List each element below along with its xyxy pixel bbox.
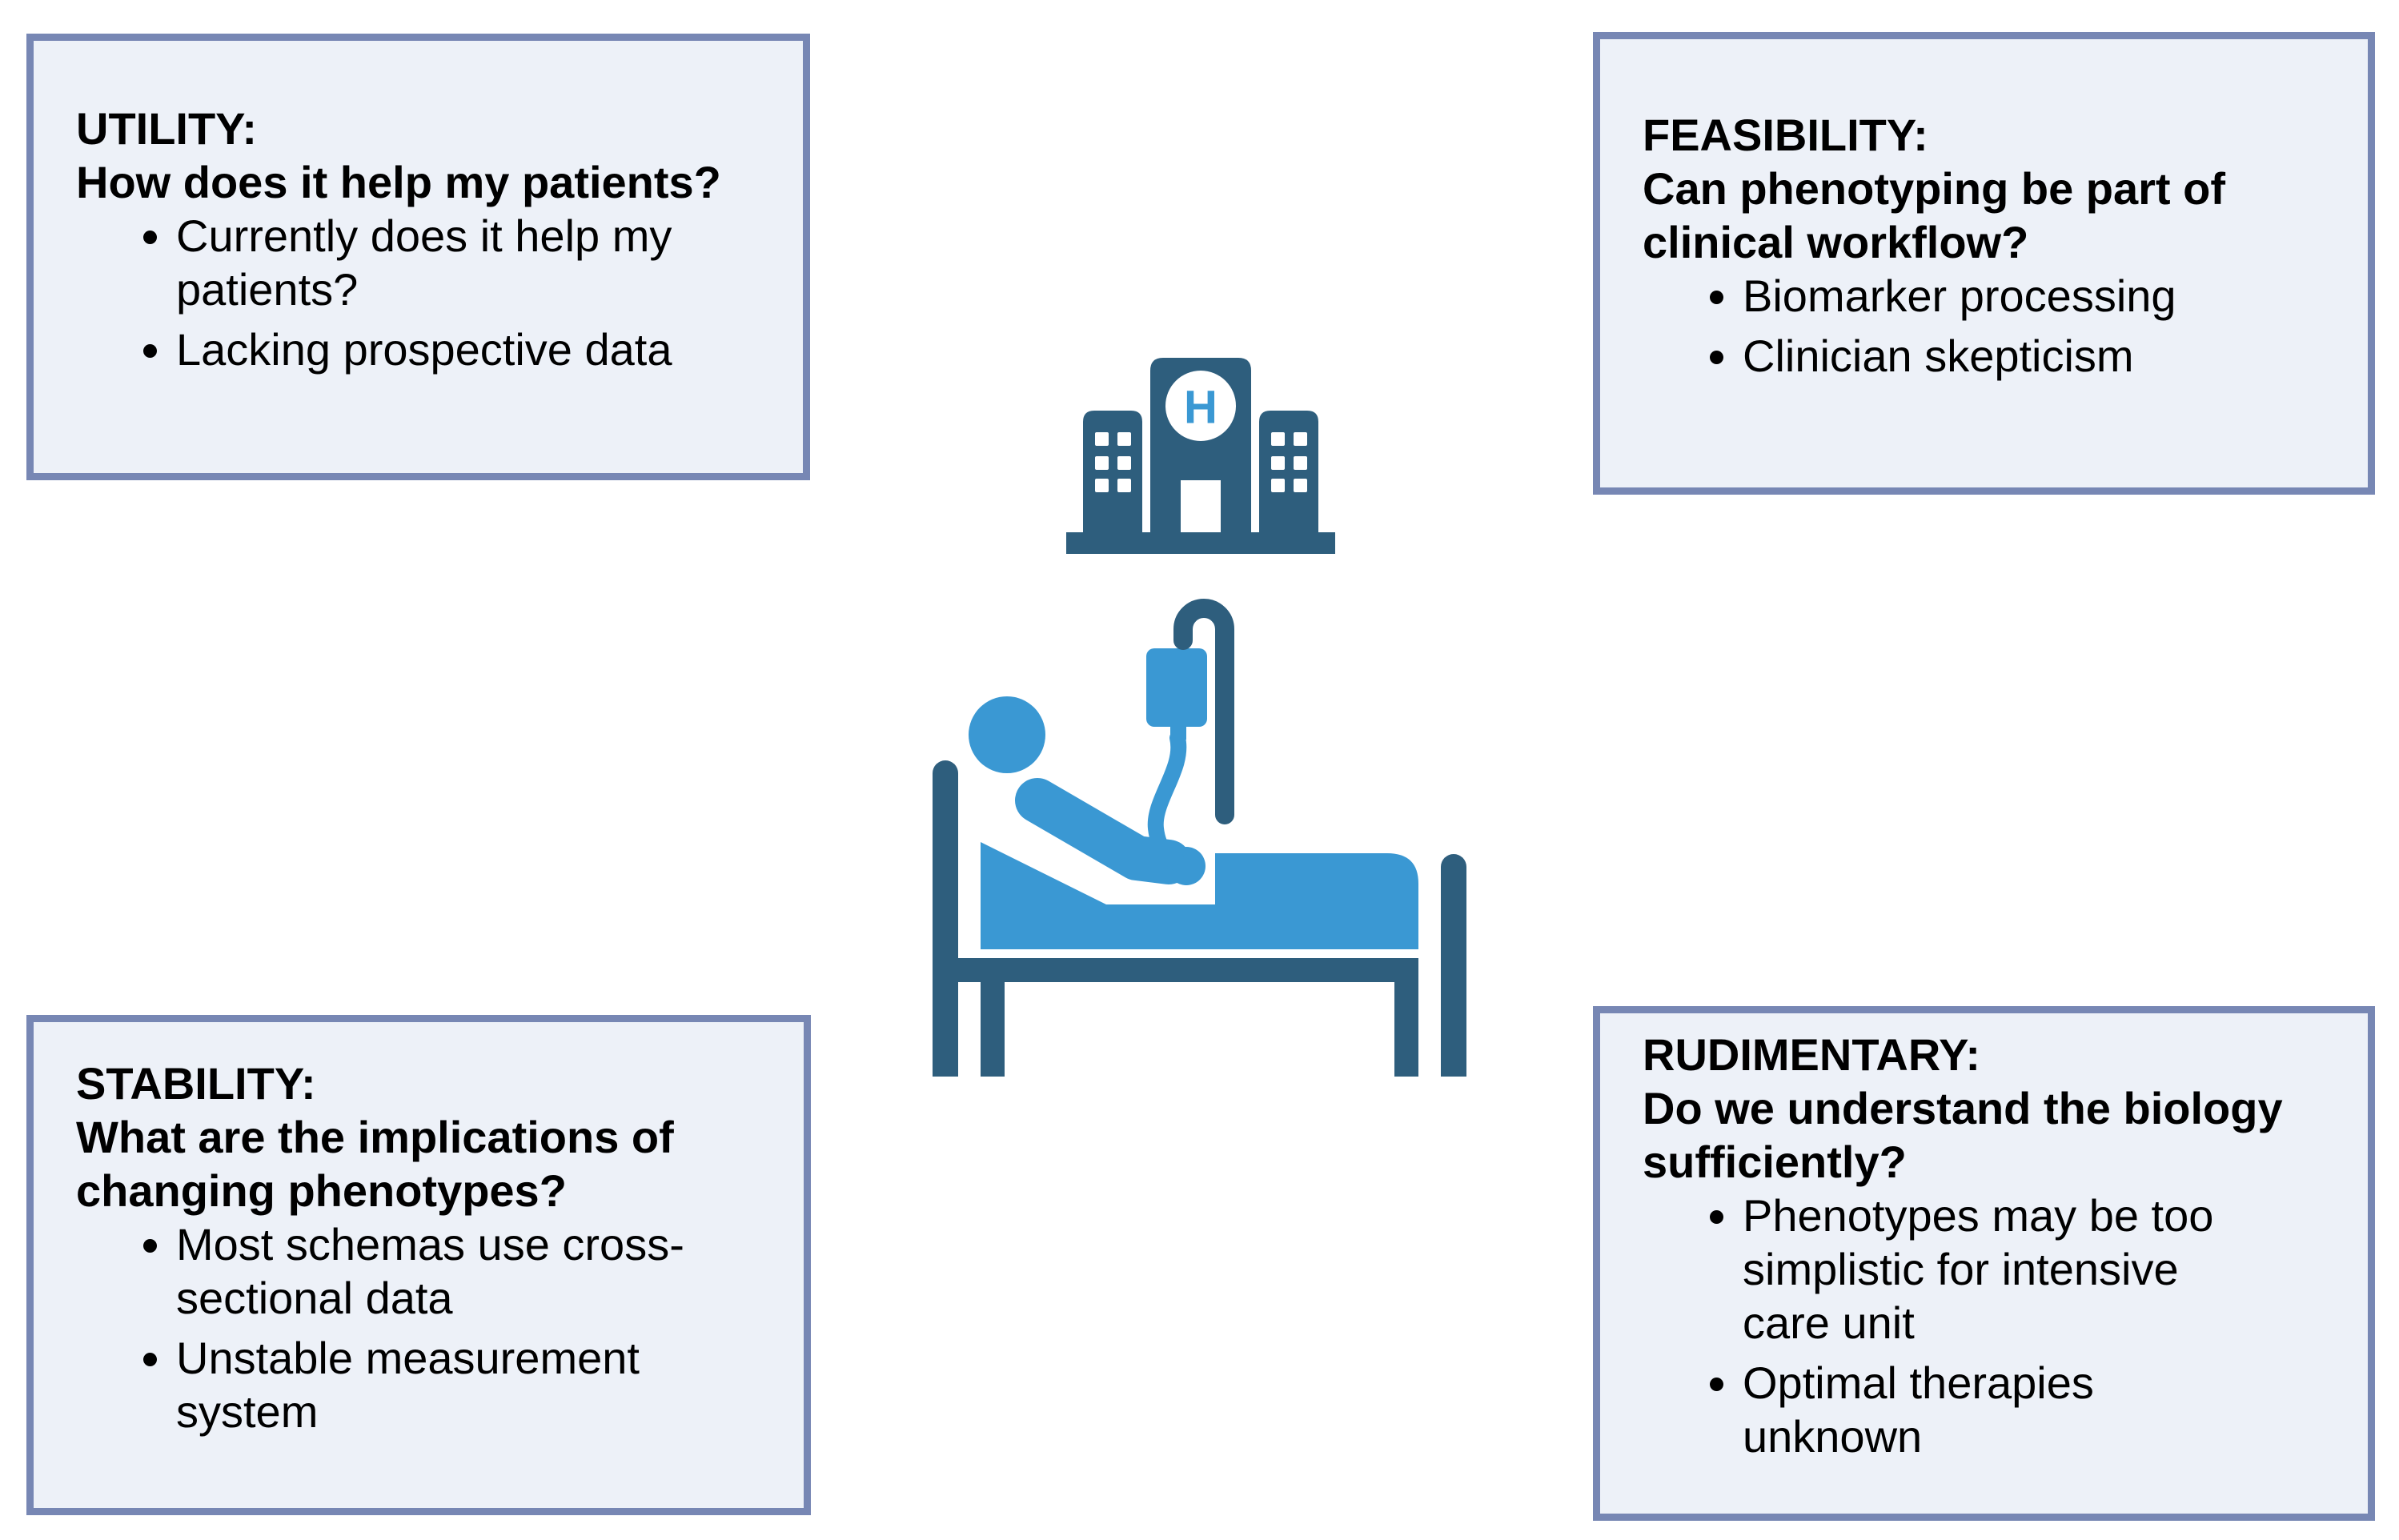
bed-headboard-post <box>933 760 958 1077</box>
hospital-base <box>1066 532 1335 554</box>
hospital-right-wing <box>1259 411 1318 532</box>
box-question: What are the implications of changing ph… <box>76 1111 674 1216</box>
hospital-door <box>1181 480 1221 532</box>
patient-body <box>1015 778 1191 884</box>
bullet-item: Clinician skepticism <box>1743 329 2352 383</box>
hospital-sign-circle <box>1165 371 1236 441</box>
bullet-list: Phenotypes may be too simplistic for int… <box>1643 1189 2352 1463</box>
bullet-item: Phenotypes may be too simplistic for int… <box>1743 1189 2352 1350</box>
bullet-item: Currently does it help my patients? <box>176 209 787 316</box>
hospital-icon: H <box>1066 358 1335 554</box>
quadrant-box-rudimentary: RUDIMENTARY: Do we understand the biolog… <box>1593 1006 2375 1521</box>
bed-blanket <box>981 842 1418 949</box>
hospital-windows-right <box>1271 432 1307 492</box>
patient-head <box>969 696 1045 773</box>
patient-bed-icon <box>933 599 1466 1077</box>
hospital-building: H <box>1066 358 1335 554</box>
bed-footboard-post <box>1441 854 1466 1077</box>
bullet-list: Most schemas use cross- sectional data U… <box>76 1217 788 1438</box>
bullet-item: Unstable measurement system <box>176 1331 788 1438</box>
bullet-item: Most schemas use cross- sectional data <box>176 1217 788 1325</box>
bullet-item: Lacking prospective data <box>176 323 787 376</box>
box-title: FEASIBILITY: <box>1643 110 1928 160</box>
quadrant-box-feasibility: FEASIBILITY: Can phenotyping be part of … <box>1593 32 2375 495</box>
iv-tube <box>1147 730 1194 874</box>
quadrant-box-stability: STABILITY: What are the implications of … <box>26 1015 811 1515</box>
box-question: Can phenotyping be part of clinical work… <box>1643 163 2225 267</box>
bullet-list: Biomarker processing Clinician skepticis… <box>1643 269 2352 383</box>
quadrant-box-utility: UTILITY: How does it help my patients? C… <box>26 34 810 480</box>
hospital-letter: H <box>1184 382 1218 434</box>
bed-frame-rail <box>955 958 1418 1077</box>
iv-bag-outlet <box>1170 725 1186 740</box>
box-title: UTILITY: <box>76 103 258 154</box>
box-question: How does it help my patients? <box>76 157 721 207</box>
hospital-windows-left <box>1095 432 1131 492</box>
patient-in-bed <box>933 599 1466 1077</box>
bullet-item: Biomarker processing <box>1743 269 2352 323</box>
bullet-item: Optimal therapies unknown <box>1743 1356 2352 1463</box>
hospital-left-wing <box>1083 411 1142 532</box>
iv-bag <box>1146 648 1207 727</box>
box-question: Do we understand the biology sufficientl… <box>1643 1083 2283 1187</box>
bullet-list: Currently does it help my patients? Lack… <box>76 209 787 376</box>
iv-pole <box>1173 599 1234 824</box>
box-title: STABILITY: <box>76 1057 316 1109</box>
box-title: RUDIMENTARY: <box>1643 1029 1981 1080</box>
